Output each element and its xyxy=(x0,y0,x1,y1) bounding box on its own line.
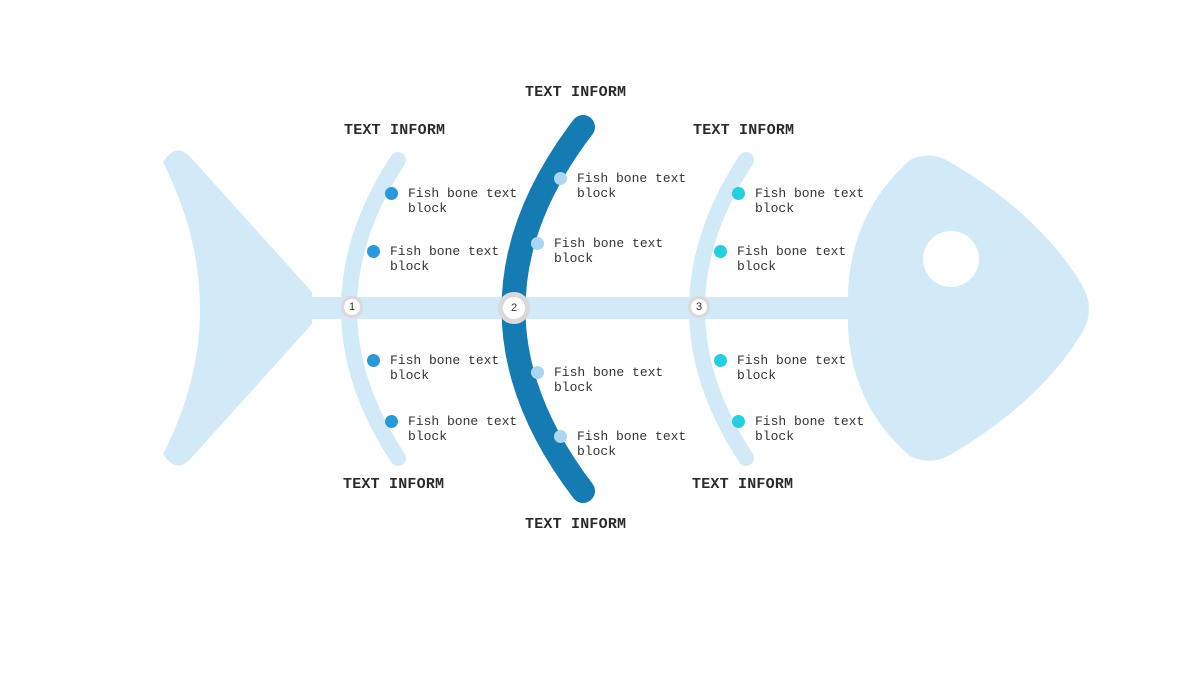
fish-tail xyxy=(163,150,312,466)
bullet-dot xyxy=(732,415,745,428)
step-marker-2: 2 xyxy=(498,292,530,324)
item-label: Fish bone text block xyxy=(577,429,687,459)
item-label: Fish bone text block xyxy=(755,186,865,216)
group-3-item-1: Fish bone text block xyxy=(732,186,875,216)
group-2-bottom-title: TEXT INFORM xyxy=(525,516,627,533)
group-1-item-2: Fish bone text block xyxy=(367,244,510,274)
bullet-dot xyxy=(531,237,544,250)
bullet-dot xyxy=(554,430,567,443)
fish-eye xyxy=(923,231,979,287)
bullet-dot xyxy=(714,245,727,258)
group-1-item-3: Fish bone text block xyxy=(367,353,510,383)
item-label: Fish bone text block xyxy=(577,171,687,201)
group-3-item-2: Fish bone text block xyxy=(714,244,857,274)
group-3-bottom-title: TEXT INFORM xyxy=(692,476,794,493)
step-marker-1: 1 xyxy=(341,296,363,318)
item-label: Fish bone text block xyxy=(737,353,847,383)
group-1-top-title: TEXT INFORM xyxy=(344,122,446,139)
item-label: Fish bone text block xyxy=(755,414,865,444)
item-label: Fish bone text block xyxy=(390,244,500,274)
bullet-dot xyxy=(531,366,544,379)
group-2-item-4: Fish bone text block xyxy=(554,429,697,459)
bullet-dot xyxy=(385,187,398,200)
group-3-item-4: Fish bone text block xyxy=(732,414,875,444)
fish-head xyxy=(847,155,1089,461)
item-label: Fish bone text block xyxy=(408,414,518,444)
group-2-item-1: Fish bone text block xyxy=(554,171,697,201)
bullet-dot xyxy=(385,415,398,428)
bullet-dot xyxy=(554,172,567,185)
group-1-item-4: Fish bone text block xyxy=(385,414,528,444)
group-2-item-2: Fish bone text block xyxy=(531,236,674,266)
fish-spine xyxy=(300,297,880,319)
bullet-dot xyxy=(367,354,380,367)
group-3-top-title: TEXT INFORM xyxy=(693,122,795,139)
item-label: Fish bone text block xyxy=(408,186,518,216)
group-2-top-title: TEXT INFORM xyxy=(525,84,627,101)
item-label: Fish bone text block xyxy=(554,365,664,395)
step-marker-3: 3 xyxy=(688,296,710,318)
bullet-dot xyxy=(714,354,727,367)
group-1-bottom-title: TEXT INFORM xyxy=(343,476,445,493)
bullet-dot xyxy=(732,187,745,200)
group-2-item-3: Fish bone text block xyxy=(531,365,674,395)
bullet-dot xyxy=(367,245,380,258)
item-label: Fish bone text block xyxy=(390,353,500,383)
group-1-item-1: Fish bone text block xyxy=(385,186,528,216)
item-label: Fish bone text block xyxy=(554,236,664,266)
item-label: Fish bone text block xyxy=(737,244,847,274)
group-3-item-3: Fish bone text block xyxy=(714,353,857,383)
